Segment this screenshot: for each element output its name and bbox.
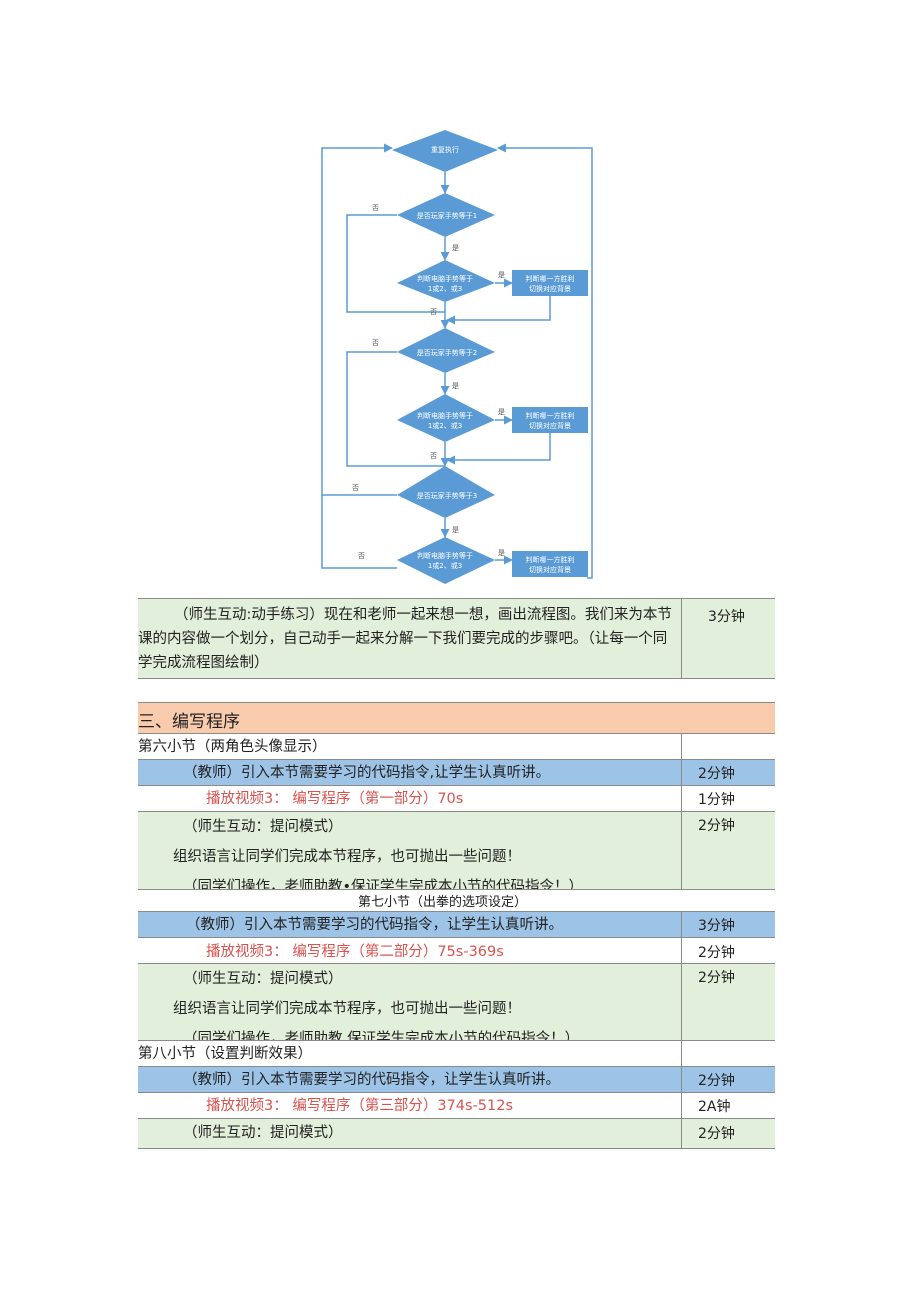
practice-time: 3分钟 (681, 599, 775, 678)
judge-1-line1: 判断电脑手势等于 (417, 274, 473, 283)
no-label-2b: 否 (430, 452, 437, 460)
practice-row: （师生互动:动手练习）现在和老师一起来想一想，画出流程图。我们来为本节课的内容做… (138, 598, 775, 679)
section-7-teacher-row: （教师）引入本节需要学习的代码指令，让学生认真听讲。 3分钟 (138, 911, 775, 938)
section-6-interact-line3: （同学们操作，老师助教•保证学生完成本小节的代码指令！） (183, 879, 584, 889)
section-6-video-row: 播放视频3： 编写程序（第一部分）70s 1分钟 (138, 786, 775, 812)
practice-text: （师生互动:动手练习）现在和老师一起来想一想，画出流程图。我们来为本节课的内容做… (138, 607, 672, 671)
section-8-interact-row: （师生互动：提问模式） 2分钟 (138, 1119, 775, 1149)
section-7-interact-time: 2分钟 (681, 964, 775, 1041)
section-7-teacher-time: 3分钟 (681, 912, 775, 937)
section-8-interact-time: 2分钟 (681, 1119, 775, 1148)
yes-label-3b: 是 (498, 549, 505, 557)
section-6-interact-time: 2分钟 (681, 812, 775, 889)
section-7-video-row: 播放视频3： 编写程序（第二部分）75s-369s 2分钟 (138, 938, 775, 964)
section-7-interact-line3: （同学们操作，老师助教,保证学生完成本小节的代码指令！） (183, 1031, 580, 1041)
section-8-teacher-time: 2分钟 (681, 1067, 775, 1092)
no-label-2: 否 (372, 339, 379, 347)
yes-label-2: 是 (452, 382, 459, 390)
section-8-interact-title: （师生互动：提问模式） (183, 1125, 343, 1141)
yes-label-2b: 是 (498, 408, 505, 416)
section-6-teacher-row: （教师）引入本节需要学习的代码指令,让学生认真听讲。 2分钟 (138, 760, 775, 786)
yes-label-3: 是 (452, 526, 459, 534)
section-7-header-text: 第七小节（出拳的选项设定） (358, 895, 528, 910)
yes-label-1b: 是 (498, 271, 505, 279)
judge-3-line1: 判断电脑手势等于 (417, 551, 473, 560)
result-1-line2: 切换对应背景 (529, 284, 571, 293)
section-6-teacher-text: （教师）引入本节需要学习的代码指令,让学生认真听讲。 (183, 765, 551, 781)
section-7-teacher-text: （教师）引入本节需要学习的代码指令，让学生认真听讲。 (186, 917, 563, 933)
section-7-video-text: 播放视频3： 编写程序（第二部分）75s-369s (206, 944, 504, 960)
decision-3-label: 是否玩家手势等于3 (417, 491, 477, 500)
section-7-header: 第七小节（出拳的选项设定） (138, 889, 775, 911)
section-8-header-text: 第八小节（设置判断效果） (138, 1046, 312, 1062)
result-3-line1: 判断哪一方胜利 (526, 555, 575, 564)
judge-3-line2: 1或2、或3 (428, 561, 462, 570)
section-6-interact-row: （师生互动：提问模式） 组织语言让同学们完成本节程序，也可抛出一些问题！ （同学… (138, 812, 775, 889)
section-6-teacher-time: 2分钟 (681, 760, 775, 785)
section-7-interact-title: （师生互动：提问模式） (183, 971, 343, 987)
judge-1-line2: 1或2、或3 (428, 284, 462, 293)
section-6-header: 第六小节（两角色头像显示） (138, 734, 775, 760)
section-title: 三、编写程序 (138, 712, 240, 732)
judge-2-line1: 判断电脑手势等于 (417, 411, 473, 420)
section-8-video-row: 播放视频3： 编写程序（第三部分）374s-512s 2A钟 (138, 1093, 775, 1119)
result-2-line2: 切换对应背景 (529, 421, 571, 430)
no-label-3b: 否 (358, 552, 365, 560)
decision-1-label: 是否玩家手势等于1 (417, 211, 477, 220)
section-6-interact-title: （师生互动：提问模式） (183, 819, 343, 835)
no-label-1: 否 (372, 204, 379, 212)
section-8-video-text: 播放视频3： 编写程序（第三部分）374s-512s (206, 1098, 514, 1114)
judge-2-line2: 1或2、或3 (428, 421, 462, 430)
section-7-interact-line2: 组织语言让同学们完成本节程序，也可抛出一些问题！ (173, 1001, 521, 1017)
section-6-video-text: 播放视频3： 编写程序（第一部分）70s (206, 791, 464, 807)
section-8-header: 第八小节（设置判断效果） (138, 1040, 775, 1067)
no-label-1b: 否 (430, 308, 437, 316)
section-6-header-text: 第六小节（两角色头像显示） (138, 739, 327, 755)
repeat-label: 重复执行 (431, 145, 459, 154)
no-label-3: 否 (352, 484, 359, 492)
section-title-bar: 三、编写程序 (138, 702, 775, 734)
section-8-teacher-row: （教师）引入本节需要学习的代码指令，让学生认真听讲。 2分钟 (138, 1067, 775, 1093)
section-7-video-time: 2分钟 (681, 938, 775, 963)
yes-label-1: 是 (452, 244, 459, 252)
result-2-line1: 判断哪一方胜利 (526, 411, 575, 420)
result-1-line1: 判断哪一方胜利 (526, 274, 575, 283)
section-6-interact-line2: 组织语言让同学们完成本节程序，也可抛出一些问题！ (173, 849, 521, 865)
flowchart-diagram: 重复执行 是否玩家手势等于1 判断电脑手势等于 1或2、或3 判断哪一方胜利 切… (321, 130, 593, 584)
section-8-teacher-text: （教师）引入本节需要学习的代码指令，让学生认真听讲。 (183, 1072, 560, 1088)
section-8-video-time: 2A钟 (681, 1093, 775, 1118)
result-3-line2: 切换对应背景 (529, 565, 571, 574)
decision-2-label: 是否玩家手势等于2 (417, 348, 477, 357)
section-6-video-time: 1分钟 (681, 786, 775, 811)
section-7-interact-row: （师生互动：提问模式） 组织语言让同学们完成本节程序，也可抛出一些问题！ （同学… (138, 964, 775, 1041)
